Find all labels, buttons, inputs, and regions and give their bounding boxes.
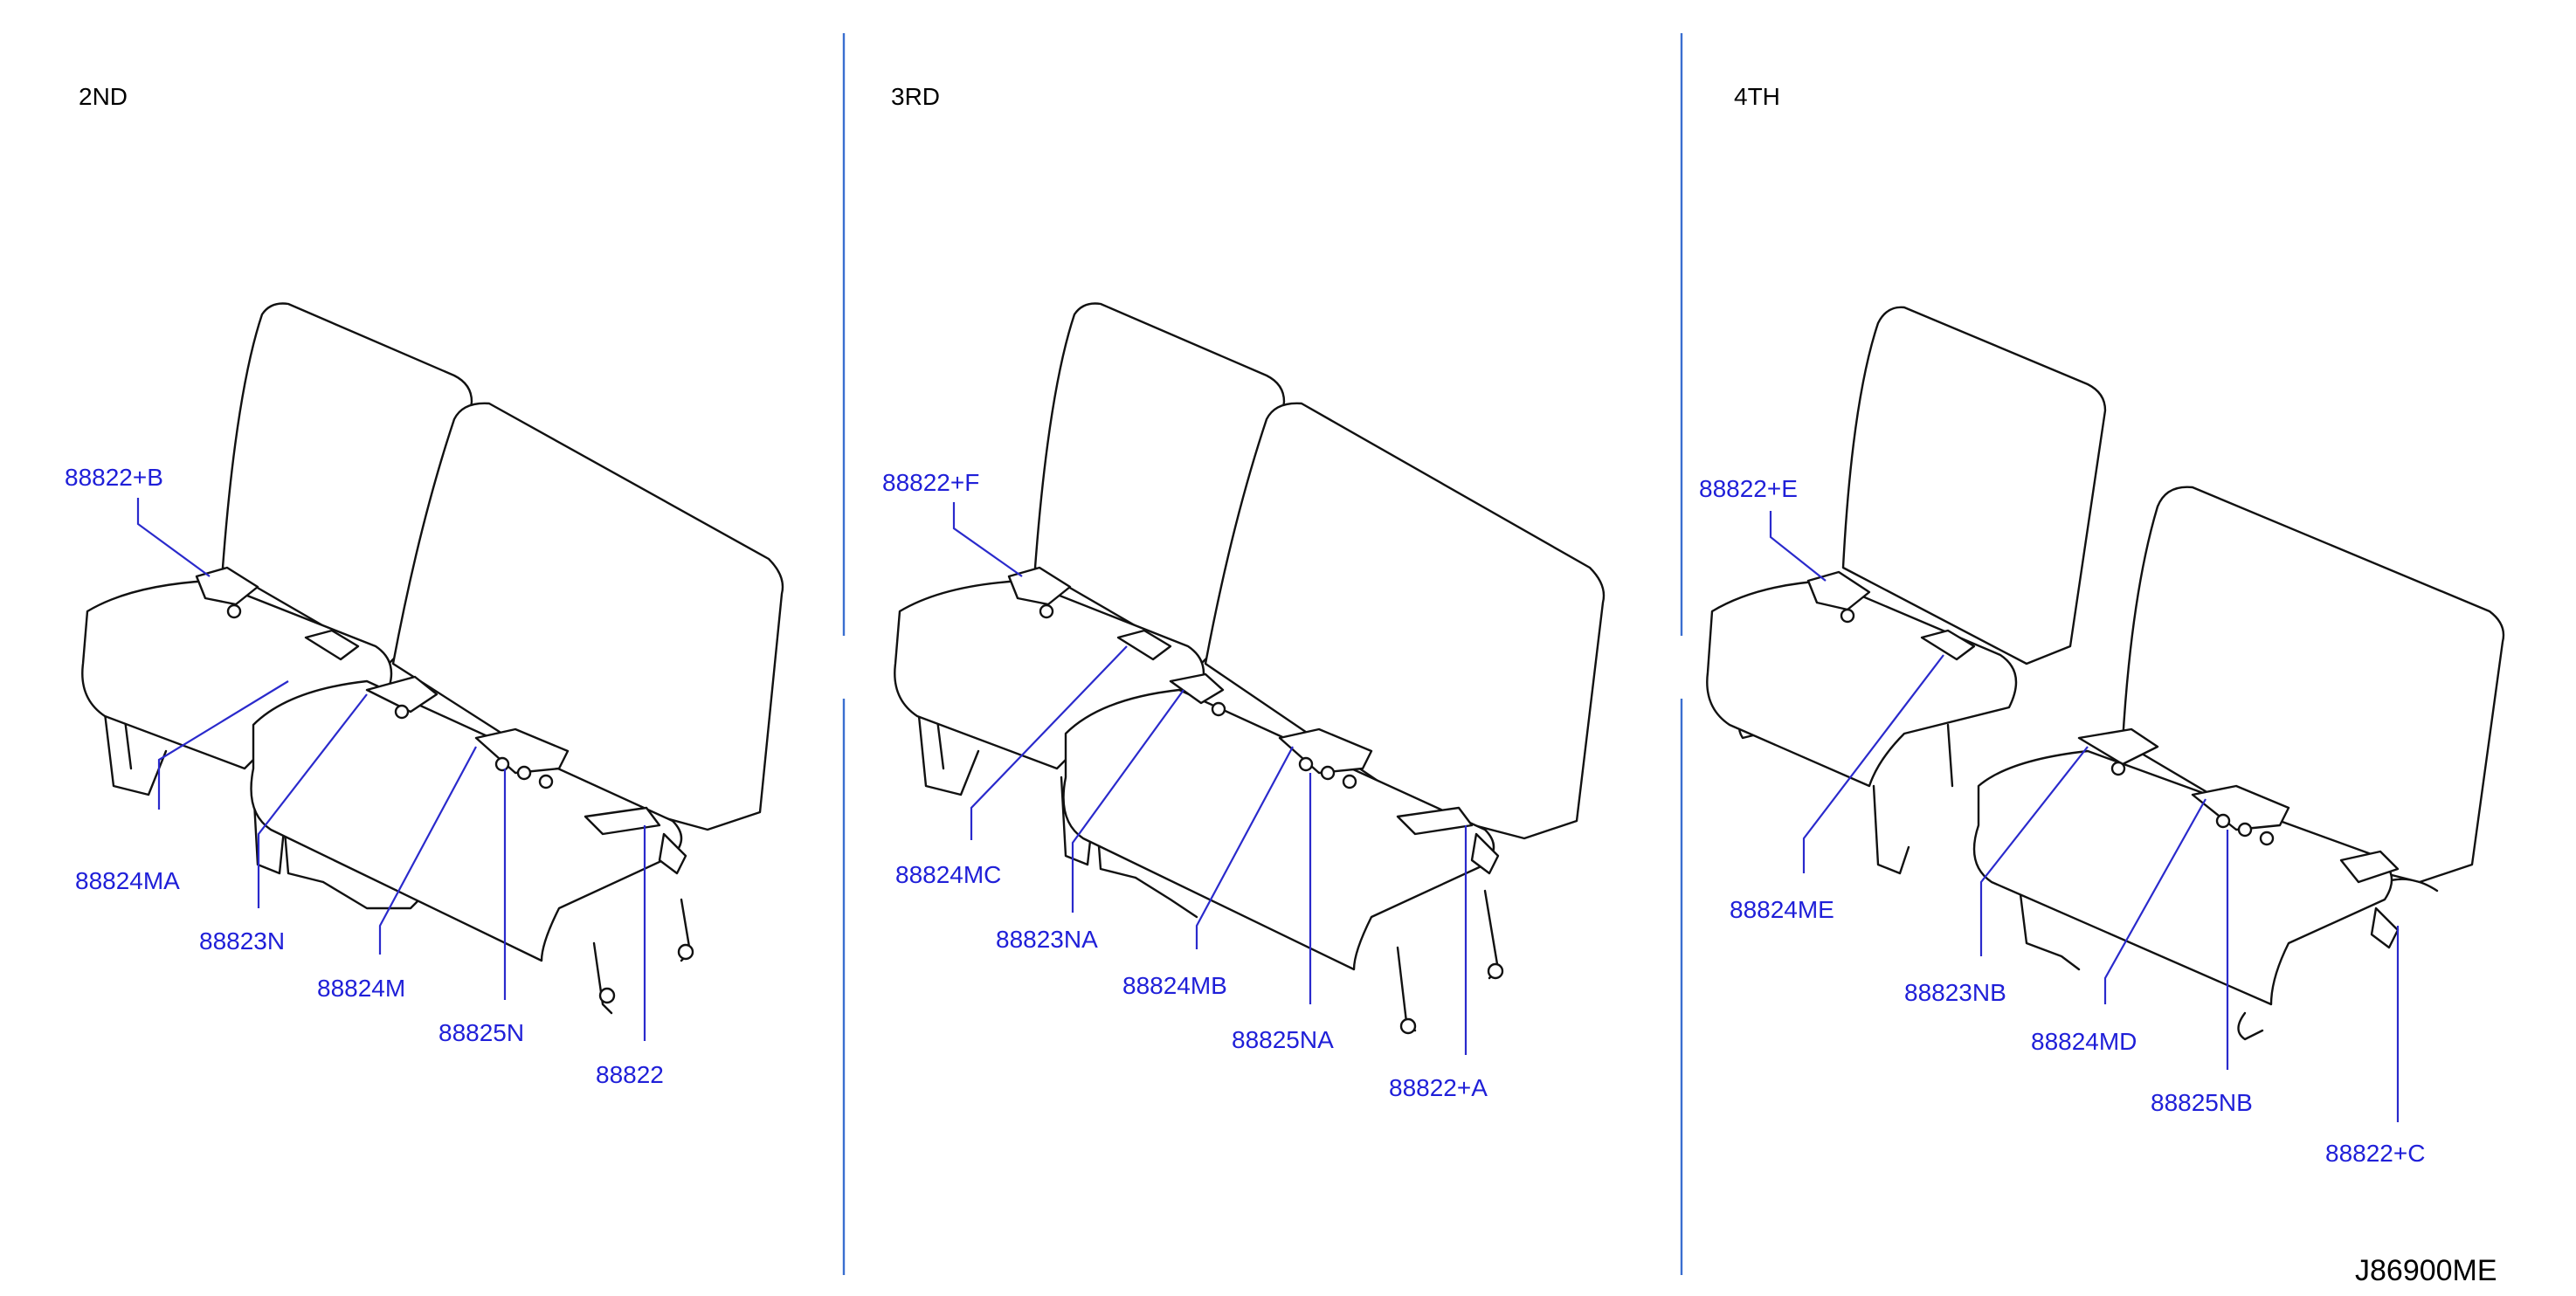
callout-88822-e: 88822+E xyxy=(1699,475,1798,502)
section-title-2nd: 2ND xyxy=(79,83,128,110)
section-title-4th: 4TH xyxy=(1734,83,1780,110)
callout-88824ma: 88824MA xyxy=(75,867,180,894)
callout-88822-f: 88822+F xyxy=(882,469,979,496)
callout-88823na: 88823NA xyxy=(996,926,1098,953)
callout-88823nb: 88823NB xyxy=(1904,979,2006,1006)
callout-88825nb: 88825NB xyxy=(2151,1089,2253,1116)
callout-88824m: 88824M xyxy=(317,975,405,1002)
seat-assembly-4th xyxy=(1706,306,2505,1041)
callout-88822-c: 88822+C xyxy=(2325,1140,2425,1167)
callout-88825na: 88825NA xyxy=(1232,1026,1334,1053)
callout-88824mb: 88824MB xyxy=(1122,972,1227,999)
seat-assembly-2nd xyxy=(81,302,784,1015)
seat-assembly-3rd xyxy=(894,302,1606,1035)
callout-88822-a: 88822+A xyxy=(1389,1074,1488,1101)
callout-88824md: 88824MD xyxy=(2031,1028,2137,1055)
callout-88822-b: 88822+B xyxy=(65,464,163,491)
callout-88823n: 88823N xyxy=(199,927,285,955)
callout-88824me: 88824ME xyxy=(1730,896,1834,923)
section-title-3rd: 3RD xyxy=(891,83,940,110)
diagram-reference-code: J86900ME xyxy=(2355,1254,2497,1287)
callout-88822: 88822 xyxy=(596,1061,664,1088)
callout-88825n: 88825N xyxy=(439,1019,524,1046)
leader-lines xyxy=(136,498,2400,1122)
callout-88824mc: 88824MC xyxy=(895,861,1001,888)
